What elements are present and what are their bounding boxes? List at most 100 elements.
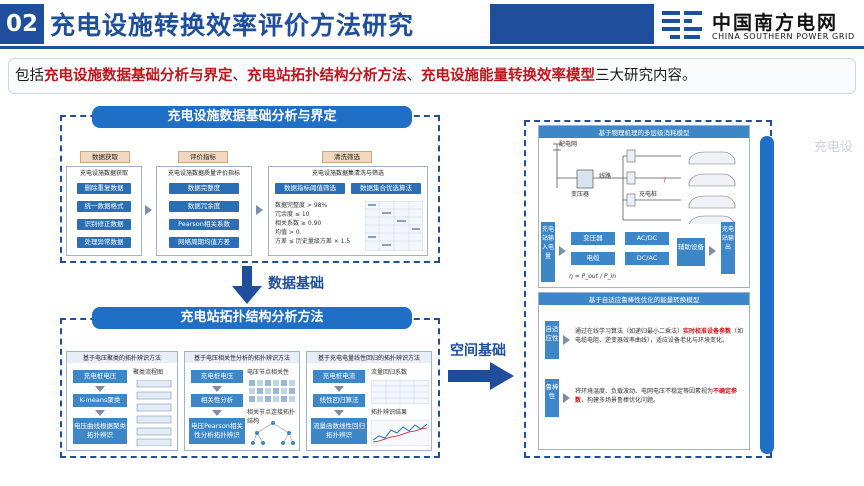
panel-header: 基于自适应鲁棒性优化的能量转换模型	[539, 293, 749, 305]
panel-data-acquisition: 充电设施数据获取 删除重复数据 统一数据格式 识别修正数据 处理异常数据	[66, 166, 142, 256]
list-item: 处理异常数据	[77, 237, 131, 248]
list-item: 充电桩电压	[73, 370, 127, 383]
panel-header: 充电设施数据获取	[79, 170, 128, 177]
box-ac-dc: AC/DC	[625, 232, 669, 245]
side-label: 电压节点相关性	[247, 369, 290, 376]
label-adaptivity: 自适应性	[545, 321, 559, 359]
down-arrow-icon	[212, 410, 222, 416]
panel-header: 充电设施数据质量评价指标	[167, 170, 240, 177]
tag-data-acquisition: 数据获取	[80, 151, 130, 163]
section-number: 02	[0, 4, 44, 44]
box-dc-ac: DC/AC	[625, 252, 669, 265]
list-item: 电压曲线根据聚类拓扑辨识	[73, 418, 127, 444]
logo-english: CHINA SOUTHERN POWER GRID	[712, 32, 855, 41]
panel-header: 基于电压相关性分析的拓扑辨识方法	[185, 352, 299, 363]
panel-header: 基于电压聚类的拓扑辨识方法	[67, 352, 177, 363]
side-bar-label: 充电设	[814, 140, 854, 155]
panel-evaluation-metrics: 充电设施数据质量评价指标 数据完整度 数据冗余度 Pearson相关系数 网络周…	[156, 166, 252, 256]
intro-prefix: 包括	[15, 68, 44, 84]
right-arrow-icon	[448, 362, 514, 390]
side-label: 拓扑辨识结果	[371, 409, 408, 416]
flow-arrow-icon	[709, 246, 716, 256]
side-label-output: 充电站输出	[721, 222, 735, 274]
intro-item-1: 充电设施数据基础分析与界定	[44, 68, 233, 84]
down-arrow-icon	[334, 410, 344, 416]
side-label-input: 充电站输入电量	[541, 222, 555, 282]
criterion: 数据完整度 > 98%	[275, 202, 328, 209]
box-auxiliary: 辅助设备	[677, 238, 705, 266]
diagram-label-line: 线路	[599, 173, 612, 180]
intro-item-3: 充电设施能量转换效率模型	[421, 68, 595, 84]
panel-robust-model: 基于自适应鲁棒性优化的能量转换模型 自适应性 通过在线学习算法（如递归最小二乘法…	[538, 292, 750, 450]
panel-linear-regression: 基于充电电量线性回归的拓扑辨识方法 充电桩电流 线性回归算法 流量函数线性回归拓…	[306, 351, 432, 451]
list-item: 数据集合优选算法	[351, 183, 421, 194]
regression-table-figure	[371, 380, 429, 404]
arrow-label-data-basis: 数据基础	[268, 276, 324, 292]
box-cable: 电缆	[571, 252, 615, 265]
panel-cleaning-filtering: 充电设施数据集清洗与筛选 数据指标阈值筛选 数据集合优选算法 数据完整度 > 9…	[268, 166, 428, 256]
csg-logo-icon	[662, 8, 702, 42]
list-item: 充电桩电流	[313, 370, 365, 383]
flow-arrow-icon	[563, 393, 570, 403]
side-label: 聚类流程图	[133, 369, 164, 376]
text-highlight: 不确定参数	[575, 388, 738, 404]
side-bar	[760, 136, 774, 454]
diagram-label-transformer: 变压器	[571, 191, 590, 198]
flow-arrow-icon	[145, 205, 152, 215]
efficiency-formula: η = P_out / P_in	[569, 273, 617, 280]
flow-arrow-icon	[256, 205, 263, 215]
text-highlight: 实时校准设备参数	[683, 328, 732, 335]
panel-voltage-clustering: 基于电压聚类的拓扑辨识方法 充电桩电压 K-means聚类 电压曲线根据聚类拓扑…	[66, 351, 178, 451]
side-label: 相关节点连接拓扑结构	[247, 409, 296, 425]
criteria-list: 数据完整度 > 98% 冗余度 ≤ 10 相关系数 ≥ 0.90 均值 > 0.…	[275, 201, 361, 246]
criterion: 冗余度 ≤ 10	[275, 211, 310, 218]
page-title: 充电设施转换效率评价方法研究	[50, 11, 415, 40]
charging-network-diagram: ?	[553, 143, 736, 224]
tag-evaluation-metrics: 评价指标	[178, 151, 228, 163]
down-arrow-icon	[95, 386, 105, 392]
topology-network-figure	[251, 421, 295, 445]
list-item: Pearson相关系数	[169, 219, 239, 230]
criterion: 相关系数 ≥ 0.90	[275, 220, 322, 227]
dataset-table-figure	[365, 201, 423, 251]
down-arrow-icon	[232, 266, 262, 304]
list-item: 识别修正数据	[77, 219, 131, 230]
text-part: 通过在线学习算法（如递归最小二乘法）	[575, 328, 684, 335]
text-part: 将环境温度、负载波动、电网电压不稳定等因素视为	[575, 388, 714, 395]
list-item: 统一数据格式	[77, 201, 131, 212]
list-item: 线性回归算法	[313, 394, 365, 407]
label-robustness: 鲁棒性	[545, 379, 559, 417]
logo-chinese: 中国南方电网	[712, 12, 839, 34]
down-arrow-icon	[334, 386, 344, 392]
panel-header: 基于充电电量线性回归的拓扑辨识方法	[307, 352, 431, 363]
list-item: 网络周期均值方差	[169, 237, 239, 248]
adaptivity-text: 通过在线学习算法（如递归最小二乘法）实时校准设备参数（如电缆电阻、逆变器效率曲线…	[575, 327, 745, 345]
down-arrow-icon	[212, 386, 222, 392]
down-arrow-icon	[95, 410, 105, 416]
intro-statement: 包括充电设施数据基础分析与界定、充电站拓扑结构分析方法、充电设施能量转换效率模型…	[8, 58, 856, 94]
header-band	[490, 4, 654, 44]
text-part: （如电缆电阻、逆变器效率曲线），适应设备老化与环境变化。	[575, 328, 744, 344]
list-item: 数据冗余度	[169, 201, 239, 212]
list-item: 流量函数线性回归拓扑辨识	[311, 418, 367, 444]
text-part: ，构建多场景鲁棒优化问题。	[581, 397, 660, 404]
robustness-text: 将环境温度、负载波动、电网电压不稳定等因素视为不确定参数，构建多场景鲁棒优化问题…	[575, 387, 745, 405]
intro-suffix: 三大研究内容。	[595, 68, 697, 84]
intro-sep-1: 、	[232, 68, 248, 84]
diagram-label-grid: 配电网	[559, 141, 578, 148]
flowchart-figure	[136, 380, 172, 446]
panel-header: 充电设施数据集清洗与筛选	[311, 170, 384, 177]
panel-physical-model: 基于物理机理的多层级消耗模型 ? 配电网 变压器 线路 充电桩 充电站输入电量 …	[538, 125, 750, 288]
svg-text:?: ?	[663, 177, 666, 184]
box-transformer: 变压器	[571, 232, 615, 245]
company-logo: 中国南方电网 CHINA SOUTHERN POWER GRID	[660, 8, 864, 44]
flow-arrow-icon	[559, 246, 566, 256]
list-item: 数据指标阈值筛选	[275, 183, 345, 194]
side-label: 流量回归系数	[371, 369, 408, 376]
criterion: 均值 > 0.	[275, 229, 302, 236]
correlation-matrix-figure	[249, 380, 295, 402]
intro-sep-2: 、	[406, 68, 422, 84]
diagram-label-charger: 充电桩	[639, 191, 658, 198]
list-item: 电压Pearson相关性分析拓扑辨识	[189, 418, 245, 444]
arrow-label-spatial-basis: 空间基础	[450, 343, 506, 359]
